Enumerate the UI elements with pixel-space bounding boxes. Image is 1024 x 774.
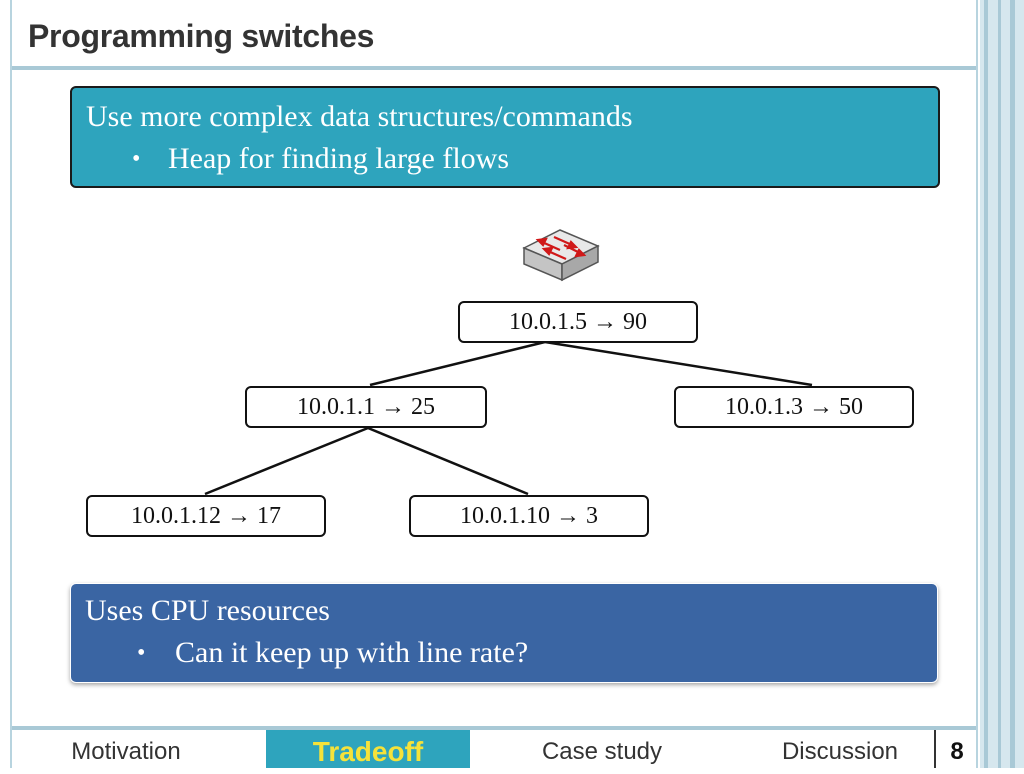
edge-left-leftchild bbox=[204, 426, 369, 496]
nav-case-study[interactable]: Case study bbox=[541, 738, 663, 765]
nav-discussion[interactable]: Discussion bbox=[781, 738, 899, 765]
edge-left-rightchild bbox=[367, 426, 529, 496]
title-bar: Programming switches bbox=[12, 0, 976, 66]
nav-tradeoff[interactable]: Tradeoff bbox=[266, 730, 470, 768]
callout-cpu-resources: Uses CPU resources • Can it keep up with… bbox=[70, 583, 938, 683]
edge-root-left bbox=[369, 340, 546, 387]
page-number: 8 bbox=[934, 730, 978, 768]
slide-title: Programming switches bbox=[28, 18, 375, 54]
network-switch-icon bbox=[522, 229, 600, 282]
heap-node-left-right: 10.0.1.10 → 3 bbox=[409, 495, 649, 537]
callout-complex-structures: Use more complex data structures/command… bbox=[70, 86, 940, 188]
callout-main-text: Uses CPU resources bbox=[85, 594, 330, 627]
callout-sub-text: Can it keep up with line rate? bbox=[175, 636, 529, 669]
heap-node-root: 10.0.1.5 → 90 bbox=[458, 301, 698, 343]
title-divider bbox=[12, 66, 976, 70]
callout-sub-text: Heap for finding large flows bbox=[168, 142, 510, 175]
nav-motivation[interactable]: Motivation bbox=[71, 738, 181, 765]
heap-node-left-left: 10.0.1.12 → 17 bbox=[86, 495, 326, 537]
footer-nav: Motivation Tradeoff Case study Discussio… bbox=[12, 730, 976, 768]
edge-root-right bbox=[544, 340, 813, 387]
heap-node-right: 10.0.1.3 → 50 bbox=[674, 386, 914, 428]
callout-main-text: Use more complex data structures/command… bbox=[86, 100, 633, 133]
heap-node-left: 10.0.1.1 → 25 bbox=[245, 386, 487, 428]
footer-divider bbox=[12, 726, 976, 730]
bullet-icon: • bbox=[137, 640, 146, 666]
decorative-stripes bbox=[980, 0, 1024, 768]
bullet-icon: • bbox=[132, 146, 141, 172]
